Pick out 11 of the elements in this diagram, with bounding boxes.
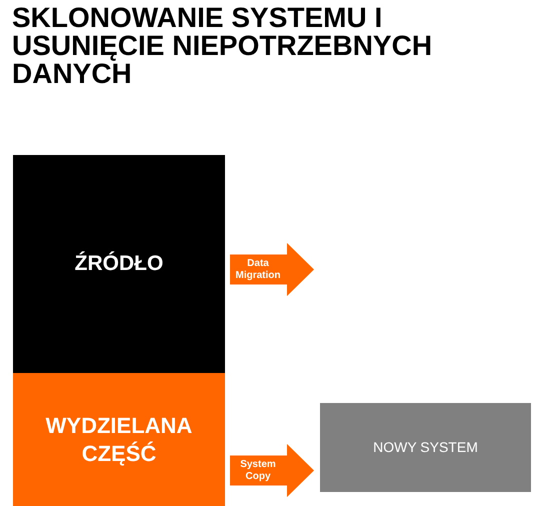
block bbox=[13, 373, 225, 506]
block bbox=[320, 403, 531, 492]
block bbox=[13, 155, 225, 373]
block-arrow bbox=[230, 444, 314, 497]
block-label: NOWY SYSTEM bbox=[373, 438, 478, 456]
edge-label: Data Migration bbox=[234, 258, 282, 282]
block-arrow bbox=[230, 243, 314, 296]
block-label: WYDZIELANA CZĘŚĆ bbox=[44, 412, 194, 467]
block-label: ŹRÓDŁO bbox=[74, 250, 164, 277]
title: SKLONOWANIE SYSTEMU I USUNIĘCIE NIEPOTRZEBNYCH DANYCH bbox=[12, 4, 434, 88]
edge-label: System Copy bbox=[239, 458, 277, 482]
